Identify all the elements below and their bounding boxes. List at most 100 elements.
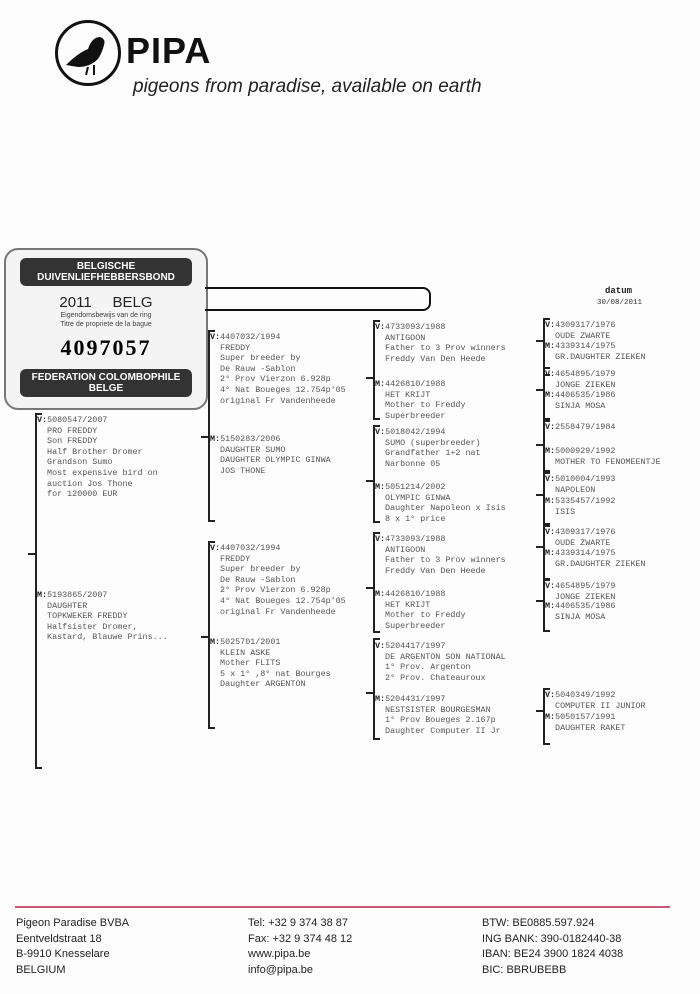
sire-entry: V:2558479/1984	[545, 422, 615, 433]
ring-bottom-band: FEDERATION COLOMBOPHILE BELGE	[20, 369, 192, 397]
ring-country: BELG	[112, 294, 153, 311]
sire-entry: V:5010004/1993 NAPOLEON	[545, 474, 615, 495]
ring-certificate: BELGISCHE DUIVENLIEFHEBBERSBOND 2011 BEL…	[4, 248, 208, 410]
footer-email-link[interactable]: info@pipa.be	[248, 963, 313, 976]
sex-tag: V:	[545, 422, 556, 432]
footer-line: Pigeon Paradise BVBA	[16, 917, 130, 929]
footer-line: ING BANK: 390-0182440-38	[482, 932, 622, 945]
pigeon-details: 5051214/2002 OLYMPIC GINWA Daughter Napo…	[385, 482, 506, 524]
pedigree-bracket	[373, 320, 380, 420]
sire-entry: V:4733093/1988 ANTIGOON Father to 3 Prov…	[375, 534, 506, 576]
pigeon-details: 4407032/1994 FREDDY Super breeder by De …	[220, 332, 346, 406]
sex-tag: M:	[37, 590, 48, 600]
pedigree-bracket	[373, 425, 380, 523]
sire-entry: V:4407032/1994 FREDDY Super breeder by D…	[210, 543, 346, 617]
pigeon-details: 4309317/1976 OUDE ZWARTE	[555, 320, 616, 341]
footer-line: BTW: BE0885.597.924	[482, 917, 595, 929]
sex-tag: V:	[375, 534, 386, 544]
sex-tag: M:	[545, 496, 556, 506]
dam-entry: M:4339314/1975 GR.DAUGHTER ZIEKEN	[545, 341, 646, 362]
datum-value: 30/08/2011	[597, 299, 643, 307]
pigeon-details: 5018042/1994 SUMO (superbreeder) Grandfa…	[385, 427, 481, 469]
sire-entry: V:4654895/1979 JONGE ZIEKEN	[545, 369, 615, 390]
datum-label: datum	[605, 286, 633, 296]
dam-entry: M:5193865/2007 DAUGHTER TOPKWEKER FREDDY…	[37, 590, 168, 643]
pigeon-details: 4733093/1988 ANTIGOON Father to 3 Prov w…	[385, 534, 506, 576]
sire-entry: V:4407032/1994 FREDDY Super breeder by D…	[210, 332, 346, 406]
dam-entry: M:4406535/1986 SINJA MOSA	[545, 390, 615, 411]
sex-tag: V:	[545, 527, 556, 537]
sex-tag: V:	[210, 332, 221, 342]
pedigree-bracket	[373, 532, 380, 633]
pedigree-bracket	[543, 688, 550, 745]
sex-tag: V:	[545, 369, 556, 379]
pedigree-connector	[366, 587, 374, 589]
pedigree-bracket	[35, 413, 42, 769]
pigeon-details: 4426810/1988 HET KRIJT Mother to Freddy …	[385, 379, 466, 421]
dam-entry: M:4426810/1988 HET KRIJT Mother to Fredd…	[375, 379, 465, 421]
ring-line2: Titre de propriete de la bague	[60, 321, 152, 328]
pedigree-connector	[366, 377, 374, 379]
dam-entry: M:5204431/1997 NESTSISTER BOURGESMAN 1° …	[375, 694, 501, 736]
sex-tag: M:	[545, 341, 556, 351]
dam-entry: M:5335457/1992 ISIS	[545, 496, 615, 517]
pigeon-details: 4654895/1979 JONGE ZIEKEN	[555, 369, 616, 390]
pigeon-details: 5150283/2006 DAUGHTER SUMO DAUGHTER OLYM…	[220, 434, 331, 476]
pigeon-details: 5010004/1993 NAPOLEON	[555, 474, 616, 495]
pigeon-details: 4733093/1988 ANTIGOON Father to 3 Prov w…	[385, 322, 506, 364]
sex-tag: M:	[375, 482, 386, 492]
pigeon-details: 4309317/1976 OUDE ZWARTE	[555, 527, 616, 548]
sex-tag: M:	[545, 601, 556, 611]
pigeon-details: 5000929/1992 MOTHER TO FENOMEENTJE	[555, 446, 661, 467]
pedigree-bracket	[208, 541, 215, 729]
sire-entry: V:5018042/1994 SUMO (superbreeder) Grand…	[375, 427, 481, 469]
sex-tag: V:	[375, 322, 386, 332]
footer-line: BELGIUM	[16, 963, 66, 976]
pedigree-connector	[201, 636, 209, 638]
sex-tag: V:	[545, 581, 556, 591]
pigeon-details: 4654895/1979 JONGE ZIEKEN	[555, 581, 616, 602]
pedigree-bracket	[373, 638, 380, 740]
pedigree-connector	[536, 600, 544, 602]
pedigree-connector	[201, 436, 209, 438]
sex-tag: V:	[210, 543, 221, 553]
pedigree-bracket	[543, 318, 550, 376]
sex-tag: V:	[37, 415, 48, 425]
sire-entry: V:4654895/1979 JONGE ZIEKEN	[545, 581, 615, 602]
ring-year-country: 2011 BELG	[6, 294, 206, 311]
footer-phone: Tel: +32 9 374 38 87	[248, 917, 348, 929]
sex-tag: M:	[545, 446, 556, 456]
footer-address: Pigeon Paradise BVBA Eentveldstraat 18 B…	[16, 916, 129, 978]
pigeon-details: 5025701/2001 KLEIN ASKE Mother FLITS 5 x…	[220, 637, 331, 690]
sire-entry: V:4309317/1976 OUDE ZWARTE	[545, 527, 615, 548]
pedigree-bracket	[543, 367, 550, 420]
sire-entry: V:5080547/2007 PRO FREDDY Son FREDDY Hal…	[37, 415, 158, 500]
pigeon-details: 5080547/2007 PRO FREDDY Son FREDDY Half …	[47, 415, 158, 500]
pigeon-details: 2558479/1984	[555, 422, 616, 432]
footer-bank: BTW: BE0885.597.924 ING BANK: 390-018244…	[482, 916, 623, 978]
footer-website-link[interactable]: www.pipa.be	[248, 948, 311, 960]
dam-entry: M:4406535/1986 SINJA MOSA	[545, 601, 615, 622]
pedigree-connector	[536, 546, 544, 548]
sex-tag: M:	[545, 548, 556, 558]
sire-entry: V:5204417/1997 DE ARGENTON SON NATIONAL …	[375, 641, 506, 683]
sire-entry: V:4733093/1988 ANTIGOON Father to 3 Prov…	[375, 322, 506, 364]
sire-entry: V:4309317/1976 OUDE ZWARTE	[545, 320, 615, 341]
pigeon-logo-icon	[55, 20, 121, 86]
footer-divider	[15, 906, 670, 908]
pigeon-details: 5204431/1997 NESTSISTER BOURGESMAN 1° Pr…	[385, 694, 501, 736]
pedigree-connector	[536, 340, 544, 342]
footer-fax: Fax: +32 9 374 48 12	[248, 932, 353, 945]
dam-entry: M:5025701/2001 KLEIN ASKE Mother FLITS 5…	[210, 637, 331, 690]
dam-entry: M:4339314/1975 GR.DAUGHTER ZIEKEN	[545, 548, 646, 569]
title-box	[205, 287, 431, 311]
brand-tagline: pigeons from paradise, available on eart…	[133, 76, 482, 97]
sex-tag: V:	[545, 320, 556, 330]
dam-entry: M:5051214/2002 OLYMPIC GINWA Daughter Na…	[375, 482, 506, 524]
pigeon-details: 5204417/1997 DE ARGENTON SON NATIONAL 1°…	[385, 641, 506, 683]
pedigree-connector	[28, 553, 36, 555]
sex-tag: M:	[375, 379, 386, 389]
pedigree-connector	[366, 692, 374, 694]
pedigree-bracket	[543, 420, 550, 472]
pigeon-details: 5050157/1991 DAUGHTER RAKET	[555, 712, 626, 733]
